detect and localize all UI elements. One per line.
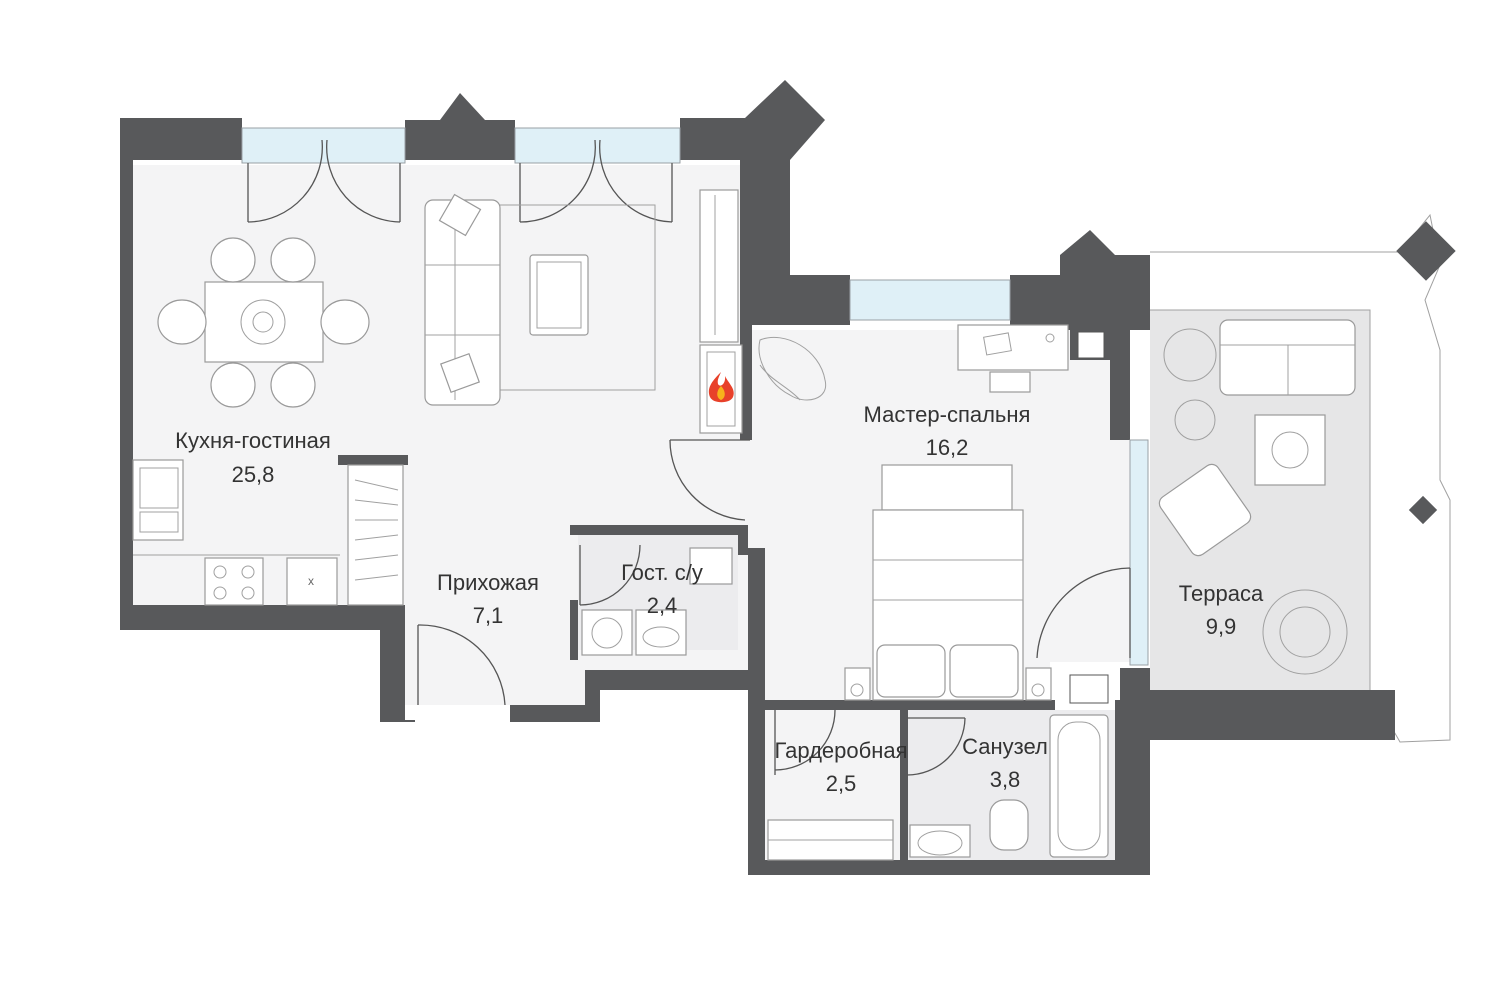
bathroom-name: Санузел [962,734,1048,759]
kitchen-living-name: Кухня-гостиная [175,428,331,453]
terrace-furniture [1158,319,1356,675]
wardrobe-area: 2,5 [826,771,857,796]
terrace-area: 9,9 [1206,614,1237,639]
hallway-closet [347,464,404,606]
sofa-living [424,193,656,406]
guest-wc-area: 2,4 [647,593,678,618]
hallway-name: Прихожая [437,570,539,595]
fireplace [699,344,743,434]
doors [247,139,1131,776]
terrace-column-mid [1408,495,1438,525]
master-bedroom-area: 16,2 [926,435,969,460]
terrace-outline [1150,213,1456,743]
walls [120,80,1395,875]
master-bedroom-name: Мастер-спальня [864,402,1031,427]
hallway-area: 7,1 [473,603,504,628]
window-bedroom-side [1129,439,1149,666]
fire-icon [708,372,734,403]
guest-wc-name: Гост. с/у [621,560,703,585]
bedroom-desk [957,324,1069,393]
window-bedroom [849,279,1011,321]
room-labels: Кухня-гостиная 25,8 Прихожая 7,1 Гост. с… [175,402,1264,796]
wardrobe-rack [767,819,894,861]
bathroom-area: 3,8 [990,767,1021,792]
kitchen-living-area: 25,8 [232,462,275,487]
bed [844,464,1052,701]
wardrobe-name: Гардеробная [774,738,907,763]
guest-wc-fixtures [581,547,733,656]
kitchen-counter: x [132,459,340,606]
dining-set [157,237,370,408]
terrace-name: Терраса [1179,581,1264,606]
tv-unit [699,189,739,343]
terrace-column-top [1396,221,1456,281]
svg-text:x: x [308,574,314,588]
windows [241,127,1149,666]
plant-bedroom [758,336,827,401]
window-living [514,127,681,164]
window-kitchen [241,127,406,164]
bathroom-fixtures [909,714,1109,858]
